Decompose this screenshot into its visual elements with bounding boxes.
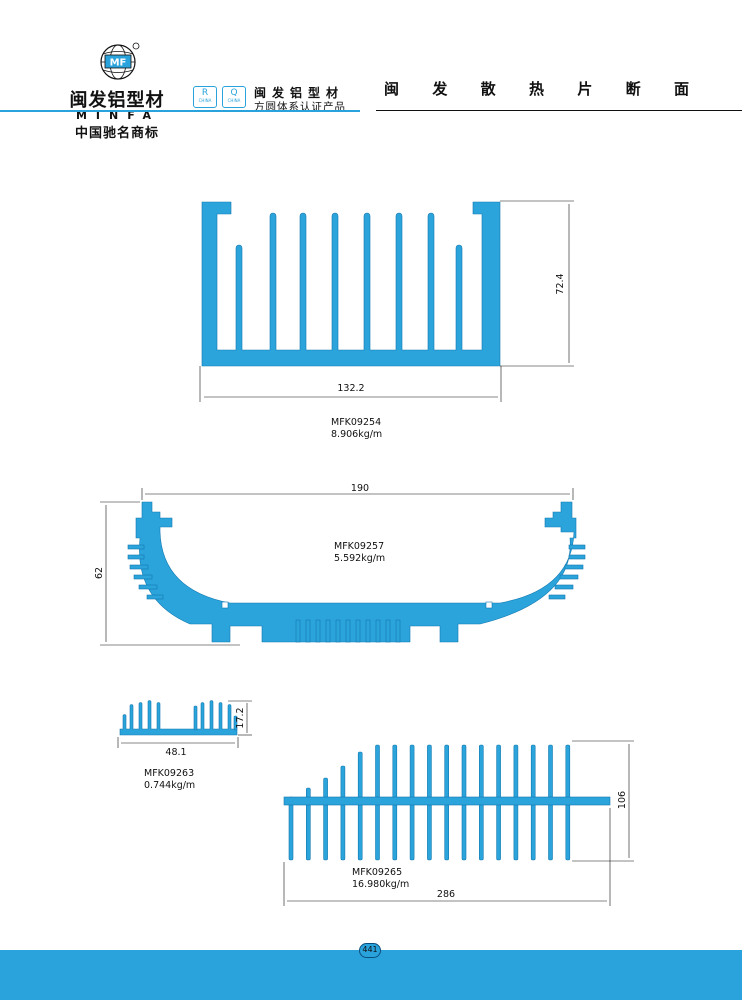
profile-mfk09257-drawing: 190 62 xyxy=(94,483,586,646)
profile-mfk09263-drawing xyxy=(119,700,238,736)
profile-mfk09265-fin xyxy=(288,796,294,861)
header-rule-left xyxy=(0,110,360,112)
profile-mfk09263-dimensions: 48.1 17.2 xyxy=(117,700,252,758)
profile-mfk09265-base xyxy=(283,796,611,806)
header-rule-right xyxy=(376,110,742,111)
profile-code: MFK09265 xyxy=(352,867,403,878)
profile-mfk09265-dimensions: 286 106 xyxy=(283,740,634,906)
profile-mfk09254-width: 132.2 xyxy=(337,383,364,394)
page-title: 闽 发 散 热 片 断 面 xyxy=(384,78,689,99)
profile-mfk09263-width: 48.1 xyxy=(165,747,186,758)
cert-badge-sub: CHINA xyxy=(227,98,241,103)
profile-mfk09263-label: MFK09263 0.744kg/m xyxy=(144,768,195,792)
cert-badge-sub: CHINA xyxy=(198,98,212,103)
page-number: 441 xyxy=(359,943,381,958)
profile-mfk09254-shape xyxy=(201,201,501,367)
profile-mfk09254-drawing: 132.2 72.4 xyxy=(199,200,574,402)
page-title-char: 片 xyxy=(577,80,593,98)
profile-mfk09265-width: 286 xyxy=(437,889,455,900)
footer-bar xyxy=(0,950,742,1000)
profile-mfk09257-height: 62 xyxy=(94,567,105,579)
page-title-char: 发 xyxy=(432,80,448,98)
profile-mfk09265-drawing xyxy=(283,744,611,861)
minfa-globe-logo-icon: MF xyxy=(100,42,140,80)
profile-mfk09254-label: MFK09254 8.906kg/m xyxy=(331,417,382,441)
profile-weight: 5.592kg/m xyxy=(334,553,386,564)
page-title-char: 热 xyxy=(528,80,544,98)
page-title-char: 闽 xyxy=(384,80,400,98)
profile-mfk09263-shape xyxy=(119,700,238,736)
page-title-char: 散 xyxy=(480,80,496,98)
page-header: MF 闽发铝型材 MINFA 中国驰名商标 R CHINA Q CHINA 闽发… xyxy=(0,0,742,141)
brand-latin-name: MINFA xyxy=(75,109,160,122)
profile-mfk09265-fin xyxy=(357,751,363,861)
logo-letters: MF xyxy=(110,58,127,69)
brand-name: 闽发铝型材 xyxy=(69,90,165,111)
profile-mfk09265-height: 106 xyxy=(617,791,628,809)
page-title-char: 断 xyxy=(625,80,641,98)
page-title-char: 面 xyxy=(673,80,689,98)
profile-mfk09257-shape xyxy=(135,501,577,643)
profile-mfk09257-width: 190 xyxy=(351,483,369,494)
profile-mfk09265-fin xyxy=(305,787,311,861)
profile-mfk09257-label: MFK09257 5.592kg/m xyxy=(334,541,385,565)
certification-badge-r: R CHINA xyxy=(193,86,217,108)
profile-code: MFK09257 xyxy=(334,541,385,552)
profile-weight: 16.980kg/m xyxy=(352,879,410,890)
profile-mfk09263-height: 17.2 xyxy=(235,707,246,728)
cert-badge-letter: Q xyxy=(230,88,238,98)
profile-mfk09265-fin xyxy=(323,777,328,861)
certification-badge-q: Q CHINA xyxy=(222,86,246,108)
profile-code: MFK09263 xyxy=(144,768,195,779)
profile-weight: 0.744kg/m xyxy=(144,780,196,791)
profile-code: MFK09254 xyxy=(331,417,382,428)
profile-weight: 8.906kg/m xyxy=(331,429,383,440)
profile-mfk09265-label: MFK09265 16.980kg/m xyxy=(352,867,409,891)
cert-badge-letter: R xyxy=(201,88,209,98)
profile-mfk09265-fin xyxy=(340,765,346,861)
certification-title: 闽发铝型材 xyxy=(254,86,345,100)
brand-slogan: 中国驰名商标 xyxy=(74,126,159,141)
profile-mfk09254-height: 72.4 xyxy=(555,273,566,294)
profile-mfk09257-side-fins xyxy=(127,544,586,643)
